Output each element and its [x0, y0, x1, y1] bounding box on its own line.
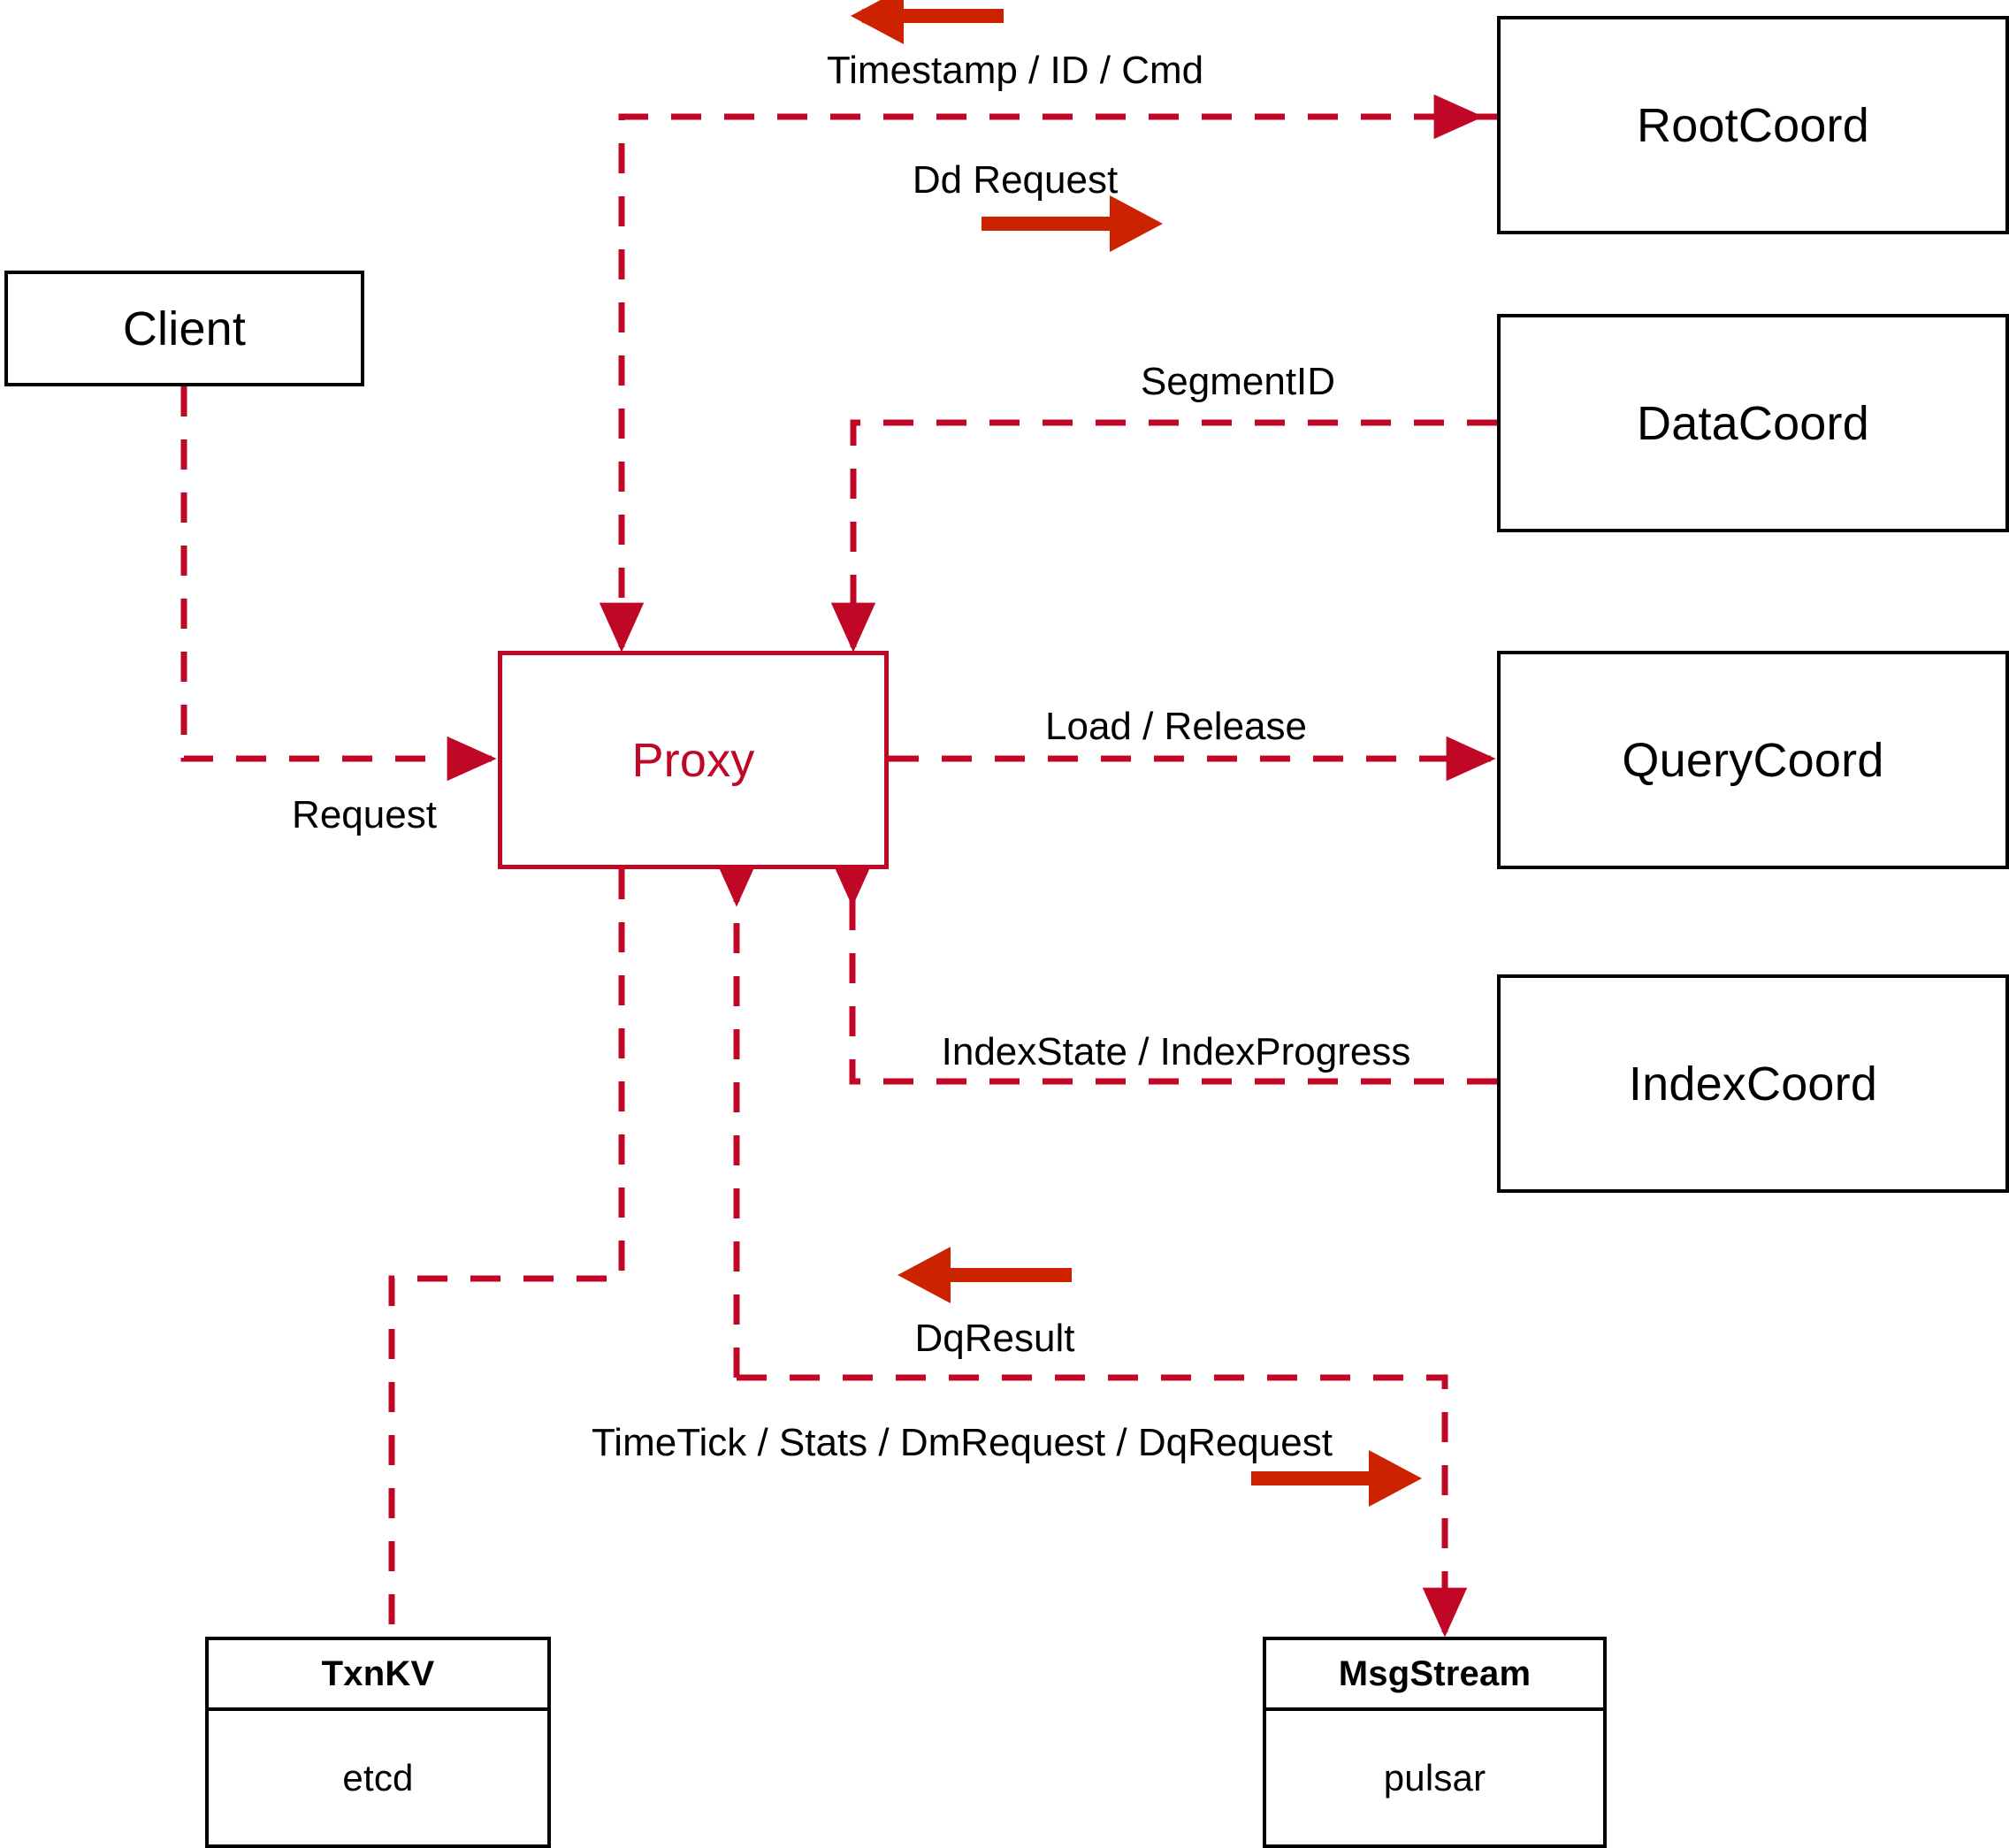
node-proxy[interactable]: Proxy: [498, 651, 889, 869]
edge-label-timestamp-id-cmd: Timestamp / ID / Cmd: [826, 49, 1204, 92]
node-txnkv[interactable]: TxnKV etcd: [205, 1637, 551, 1848]
node-msgstream-impl: pulsar: [1383, 1756, 1486, 1798]
edge-label-timetick-stats-dm-dq: TimeTick / Stats / DmRequest / DqRequest: [592, 1421, 1333, 1464]
edge-root-coord-to-proxy: [599, 113, 1497, 653]
emphasis-arrow-timetick-right: [1251, 1450, 1422, 1507]
node-txnkv-impl: etcd: [342, 1756, 414, 1798]
node-query-coord-label: QueryCoord: [1622, 733, 1884, 787]
node-txnkv-header: TxnKV: [209, 1640, 547, 1711]
edge-data-coord-to-proxy: [830, 419, 1497, 653]
node-root-coord-label: RootCoord: [1637, 98, 1869, 152]
emphasis-arrow-dd-request-right: [982, 195, 1163, 252]
node-msgstream-body: pulsar: [1266, 1711, 1603, 1844]
node-index-coord[interactable]: IndexCoord: [1497, 974, 2009, 1193]
node-client[interactable]: Client: [4, 271, 364, 386]
edge-label-load-release: Load / Release: [1045, 705, 1307, 748]
edge-label-segment-id: SegmentID: [1140, 360, 1336, 403]
node-msgstream-header: MsgStream: [1266, 1640, 1603, 1711]
node-index-coord-label: IndexCoord: [1628, 1057, 1878, 1111]
edge-label-dq-result: DqResult: [914, 1317, 1075, 1360]
edge-label-dd-request: Dd Request: [912, 158, 1119, 202]
emphasis-arrow-dqresult-left: [898, 1247, 1072, 1303]
node-client-label: Client: [122, 302, 247, 355]
node-root-coord[interactable]: RootCoord: [1497, 16, 2009, 234]
node-txnkv-title: TxnKV: [321, 1653, 435, 1693]
node-proxy-label: Proxy: [631, 733, 755, 787]
edge-client-to-proxy: [180, 386, 497, 782]
edge-label-index-state-progress: IndexState / IndexProgress: [941, 1030, 1411, 1073]
emphasis-arrow-timestamp-left: [851, 0, 1004, 44]
edge-label-request: Request: [292, 793, 437, 836]
node-data-coord-label: DataCoord: [1637, 396, 1869, 450]
node-query-coord[interactable]: QueryCoord: [1497, 651, 2009, 869]
node-txnkv-body: etcd: [209, 1711, 547, 1844]
node-msgstream[interactable]: MsgStream pulsar: [1263, 1637, 1607, 1848]
node-msgstream-title: MsgStream: [1338, 1653, 1532, 1693]
node-data-coord[interactable]: DataCoord: [1497, 314, 2009, 532]
edge-index-coord-to-proxy: [829, 857, 1497, 1085]
edge-proxy-to-msgstream: [737, 1374, 1468, 1638]
edge-proxy-to-txnkv: [388, 869, 625, 1637]
